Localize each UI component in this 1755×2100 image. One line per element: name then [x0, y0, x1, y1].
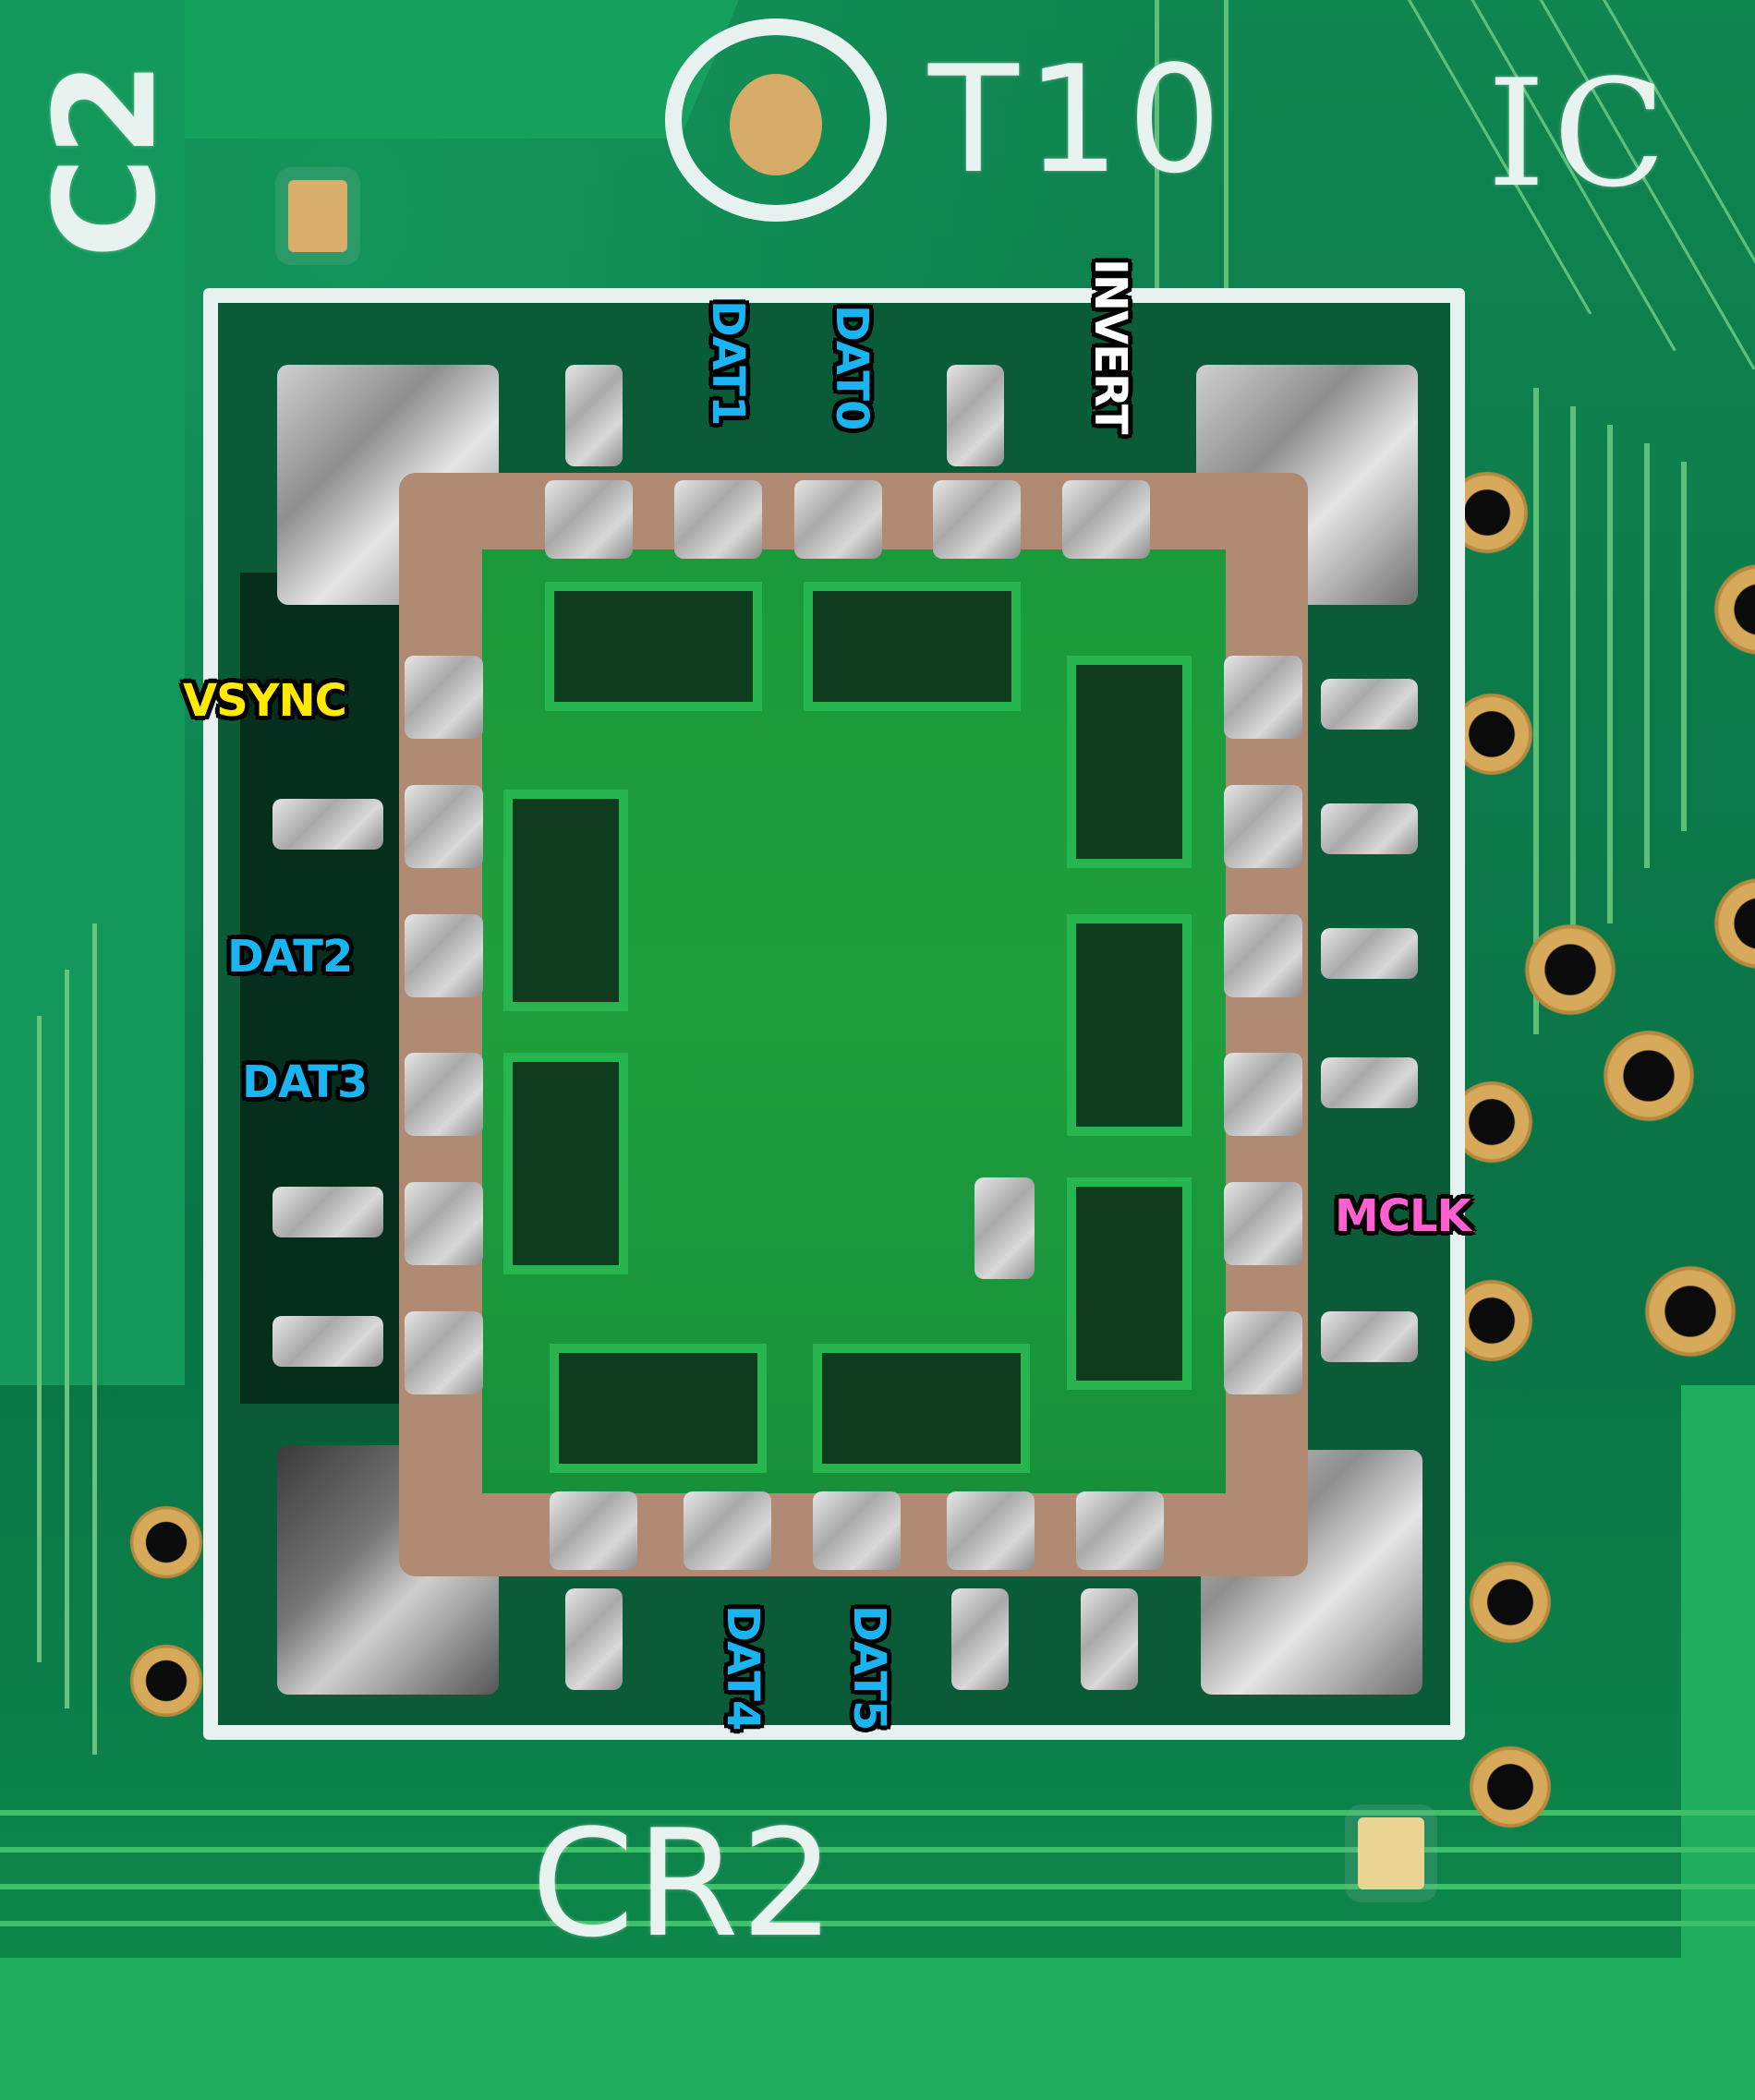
- pin-label-dat2: DAT2: [227, 931, 353, 983]
- silkscreen-ref-ic: IC: [1487, 47, 1674, 220]
- chip-pad-bottom: [947, 1491, 1035, 1570]
- trace: [0, 1884, 1755, 1889]
- trace: [0, 1847, 1755, 1853]
- pin-label-dat4: DAT4: [717, 1605, 769, 1731]
- copper-pour-bottom-right: [1681, 1385, 1755, 1958]
- trace: [1607, 425, 1613, 923]
- chip-pad-right: [1224, 1053, 1302, 1136]
- chip-pad-top: [933, 480, 1021, 559]
- pin-label-dat5: DAT5: [843, 1605, 895, 1731]
- chip-pad-bottom: [684, 1491, 771, 1570]
- inner-component: [550, 1344, 767, 1473]
- trace: [1224, 0, 1228, 369]
- inner-component: [1067, 1177, 1192, 1390]
- trace: [1570, 406, 1576, 979]
- outer-pad: [272, 1187, 383, 1237]
- trace: [0, 1921, 1755, 1926]
- chip-pad-left: [405, 656, 483, 739]
- chip-pad-left: [405, 785, 483, 868]
- via: [129, 1644, 203, 1718]
- inner-component: [503, 1053, 628, 1274]
- chip-pad-bottom: [1076, 1491, 1164, 1570]
- outer-pad: [1321, 1311, 1418, 1362]
- via: [1524, 923, 1616, 1016]
- inner-component: [813, 1344, 1030, 1473]
- inner-component: [804, 582, 1021, 711]
- smd-pad: [1358, 1817, 1424, 1889]
- chip-pad-right: [1224, 914, 1302, 997]
- chip-pad-top: [545, 480, 633, 559]
- via: [1469, 1561, 1552, 1644]
- inner-component: [1067, 914, 1192, 1136]
- chip-pad-left: [405, 914, 483, 997]
- outer-pad: [1321, 928, 1418, 979]
- trace: [65, 970, 69, 1708]
- trace: [37, 1016, 42, 1662]
- component-outline-cr2: [203, 288, 1465, 1740]
- trace: [1155, 0, 1159, 351]
- chip-pad-left: [405, 1053, 483, 1136]
- solder-mask-left-dark: [240, 573, 406, 1404]
- silkscreen-ref-cr2: CR2: [531, 1797, 837, 1970]
- trace: [1533, 388, 1539, 1034]
- chip-pad-right: [1224, 656, 1302, 739]
- outer-pad: [1321, 679, 1418, 730]
- pin-label-dat1: DAT1: [702, 300, 754, 426]
- trace: [0, 1810, 1755, 1816]
- solder-blob: [974, 1177, 1035, 1279]
- chip-pad-right: [1224, 1311, 1302, 1394]
- chip-pad-right: [1224, 785, 1302, 868]
- chip-pad-top: [794, 480, 882, 559]
- trace: [92, 923, 97, 1755]
- chip-pad-bottom: [550, 1491, 637, 1570]
- outer-pad: [1321, 803, 1418, 854]
- via: [1713, 563, 1755, 656]
- test-point-t10-pad: [730, 74, 822, 175]
- inner-component: [1067, 656, 1192, 868]
- chip-pad-top: [1062, 480, 1150, 559]
- inner-component: [503, 790, 628, 1011]
- via: [129, 1505, 203, 1579]
- outer-pad: [947, 365, 1004, 466]
- outer-pad: [1081, 1588, 1138, 1690]
- outer-pad: [272, 799, 383, 850]
- via: [1644, 1265, 1737, 1358]
- pin-label-dat0: DAT0: [826, 305, 878, 430]
- outer-pad: [565, 1588, 623, 1690]
- chip-pad-bottom: [813, 1491, 901, 1570]
- pin-label-mclk: MCLK: [1335, 1190, 1471, 1242]
- chip-pad-top: [674, 480, 762, 559]
- silkscreen-ref-c2: C2: [26, 60, 187, 259]
- via: [1469, 1745, 1552, 1828]
- chip-pad-left: [405, 1311, 483, 1394]
- outer-pad: [272, 1316, 383, 1367]
- pin-label-invert: INVERT: [1084, 259, 1136, 434]
- trace: [1644, 443, 1650, 868]
- inner-component: [545, 582, 762, 711]
- chip-pad-left: [405, 1182, 483, 1265]
- smd-pad: [288, 180, 347, 252]
- pin-label-dat3: DAT3: [242, 1056, 368, 1108]
- via: [1713, 877, 1755, 970]
- pin-label-vsync: VSYNC: [183, 675, 347, 727]
- outer-pad: [565, 365, 623, 466]
- via: [1603, 1030, 1695, 1122]
- outer-pad: [1321, 1057, 1418, 1108]
- trace: [1681, 462, 1687, 831]
- copper-pour-bottom: [0, 1958, 1755, 2100]
- silkscreen-ref-t10: T10: [928, 33, 1229, 206]
- chip-pad-right: [1224, 1182, 1302, 1265]
- outer-pad: [951, 1588, 1009, 1690]
